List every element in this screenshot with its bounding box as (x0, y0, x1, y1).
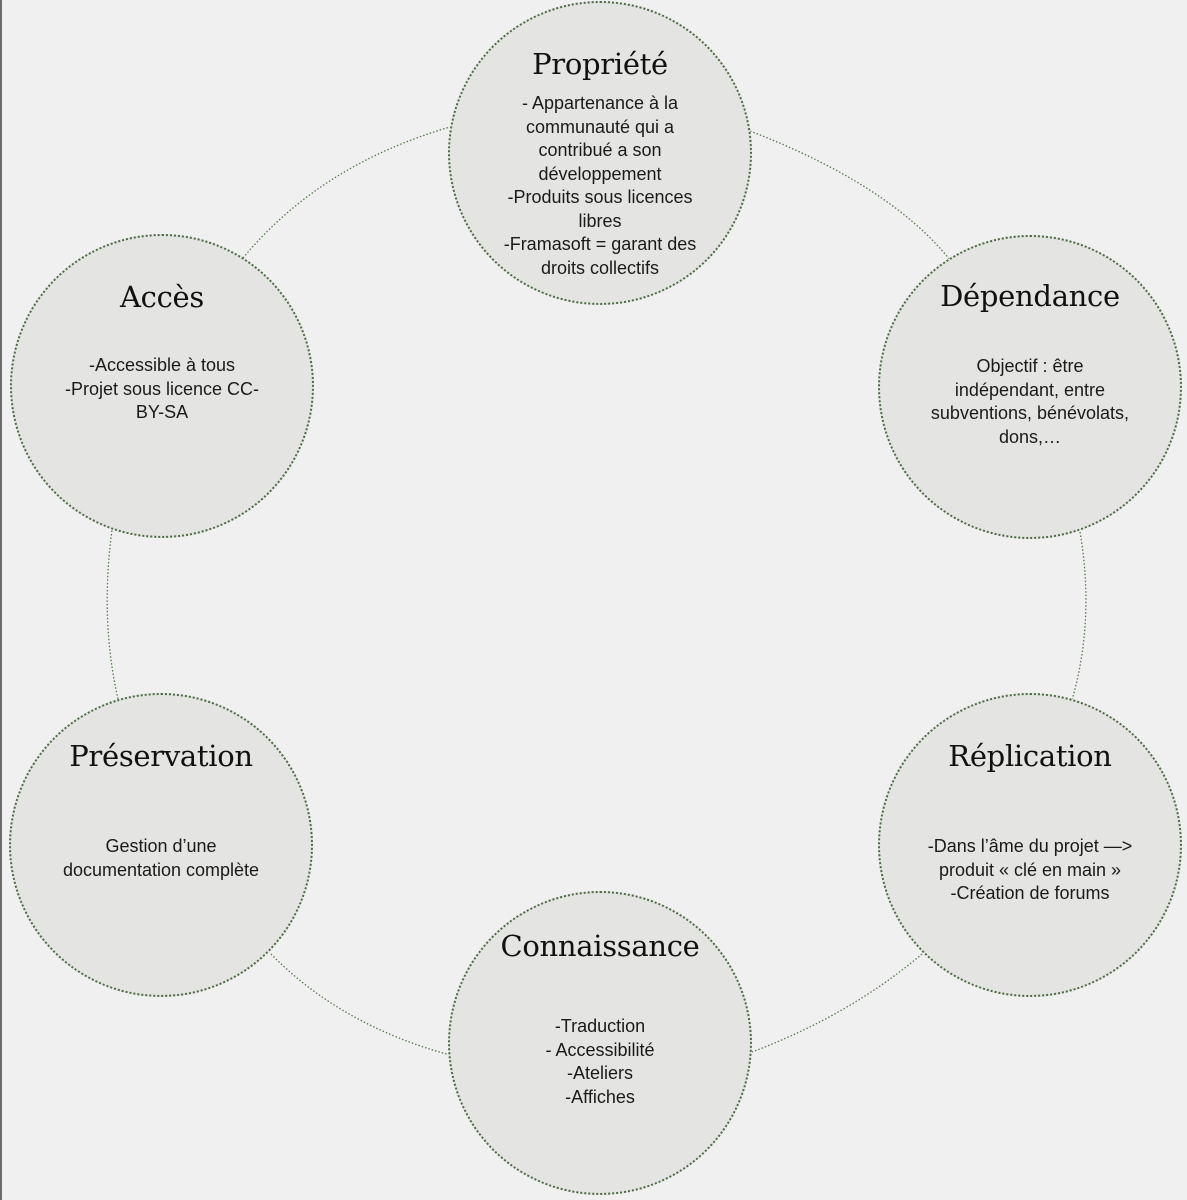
node-dependance-line: Objectif : être (976, 356, 1084, 376)
node-dependance-title: Dépendance (940, 279, 1120, 313)
node-acces-line: -Projet sous licence CC- (64, 378, 260, 399)
connector-connaissance-preservation (269, 952, 451, 1056)
node-propriete-body: - Appartenance à la communauté qui a con… (470, 92, 730, 280)
node-replication-title: Réplication (948, 739, 1112, 773)
node-propriete-line: -Framasoft = garant des (503, 234, 697, 254)
node-propriete: Propriété - Appartenance à la communauté… (448, 1, 752, 305)
window-left-edge (0, 0, 2, 1200)
node-propriete-title: Propriété (532, 47, 668, 81)
node-connaissance-line: -Ateliers (566, 1063, 633, 1083)
node-connaissance-line: -Traduction (554, 1016, 646, 1036)
node-preservation-line: Gestion d’une (105, 836, 217, 856)
connector-preservation-acces (106, 529, 119, 700)
node-acces-title: Accès (120, 280, 204, 314)
node-propriete-line: contribué a son (538, 140, 662, 160)
node-replication-line: produit « clé en main » (938, 859, 1122, 880)
node-preservation: Préservation Gestion d’une documentation… (9, 693, 313, 997)
node-preservation-line: documentation complète (62, 859, 260, 880)
node-connaissance-line: - Accessibilité (545, 1039, 655, 1060)
node-replication-body: -Dans l’âme du projet —> produit « clé e… (900, 835, 1160, 906)
node-preservation-body: Gestion d’une documentation complète (31, 835, 291, 882)
node-replication: Réplication -Dans l’âme du projet —> pro… (878, 693, 1182, 997)
node-connaissance-title: Connaissance (500, 929, 700, 963)
node-dependance: Dépendance Objectif : être indépendant, … (878, 235, 1182, 539)
connector-propriete-dependance (749, 130, 951, 261)
node-replication-line: -Dans l’âme du projet —> (927, 836, 1133, 856)
node-dependance-body: Objectif : être indépendant, entre subve… (900, 355, 1160, 449)
node-preservation-title: Préservation (69, 739, 253, 773)
node-acces-line: BY-SA (135, 402, 189, 422)
node-propriete-line: droits collectifs (540, 257, 660, 278)
node-acces-body: -Accessible à tous -Projet sous licence … (32, 354, 292, 425)
node-propriete-line: -Produits sous licences (507, 187, 693, 207)
node-propriete-line: libres (578, 210, 622, 231)
node-acces: Accès -Accessible à tous -Projet sous li… (10, 234, 314, 538)
connector-replication-connaissance (751, 953, 923, 1053)
node-acces-line: -Accessible à tous (88, 355, 236, 375)
node-dependance-line: indépendant, entre (954, 379, 1106, 400)
node-replication-line: -Création de forums (950, 883, 1110, 903)
node-dependance-line: dons,… (998, 426, 1062, 447)
node-dependance-line: subventions, bénévolats, (930, 403, 1130, 423)
connector-acces-propriete (242, 126, 451, 259)
node-propriete-line: développement (538, 163, 662, 184)
node-connaissance-line: -Affiches (565, 1086, 635, 1107)
node-connaissance-body: -Traduction - Accessibilité -Ateliers -A… (470, 1015, 730, 1109)
node-propriete-line: communauté qui a (525, 116, 675, 137)
connector-dependance-replication (1071, 531, 1087, 701)
node-connaissance: Connaissance -Traduction - Accessibilité… (448, 891, 752, 1195)
node-propriete-line: - Appartenance à la (521, 93, 679, 113)
